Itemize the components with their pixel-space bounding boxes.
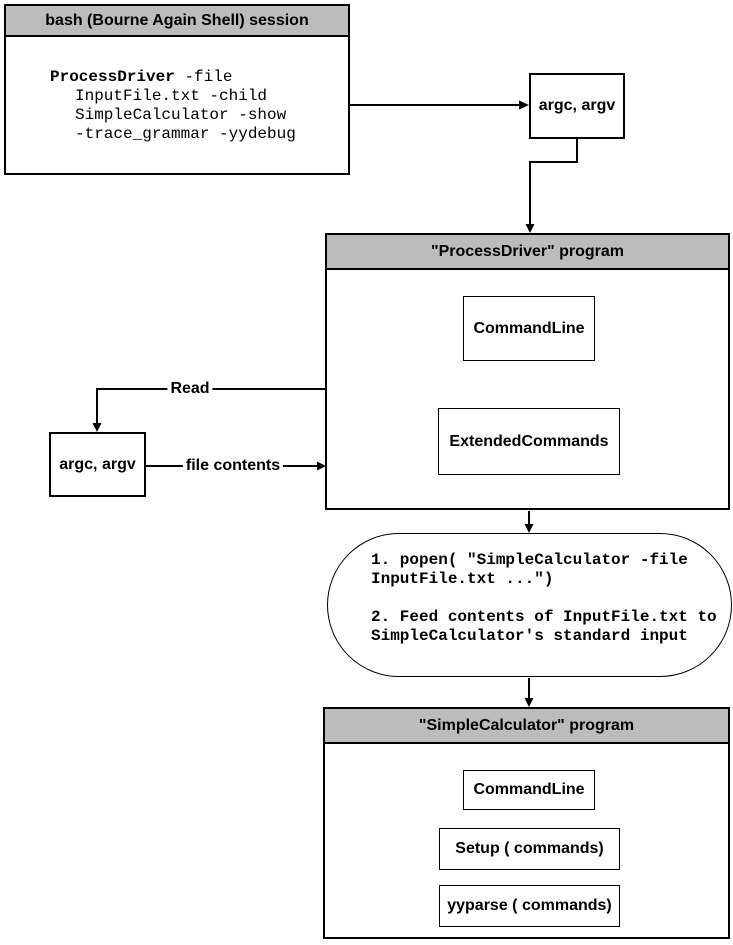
yyparse-commands-box: yyparse ( commands): [439, 885, 620, 927]
bash-session-header: bash (Bourne Again Shell) session: [6, 6, 348, 37]
popen-note-line-4: SimpleCalculator's standard input: [371, 627, 688, 645]
popen-note-line-1: 1. popen( "SimpleCalculator -file: [371, 551, 688, 569]
argv-box-left: argc, argv: [49, 432, 146, 497]
bash-command-line-3: SimpleCalculator -show: [75, 106, 287, 124]
bash-command-line-4: -trace_grammar -yydebug: [75, 125, 296, 143]
bash-session-title: bash (Bourne Again Shell) session: [45, 11, 309, 29]
processdriver-program-header: "ProcessDriver" program: [327, 235, 728, 270]
bash-command-text: ProcessDriver -file InputFile.txt -child…: [6, 37, 348, 144]
arrow-argv-to-processdriver: [525, 139, 578, 233]
popen-note-line-2: InputFile.txt ..."): [371, 570, 554, 588]
extendedcommands-box: ExtendedCommands: [438, 408, 620, 475]
read-edge-label: Read: [167, 380, 213, 398]
argv-box-top-label: argc, argv: [538, 97, 616, 114]
commandline-box-simplecalculator: CommandLine: [463, 770, 595, 810]
arrow-processdriver-to-popen: [524, 511, 534, 533]
yyparse-commands-label: yyparse ( commands): [447, 897, 612, 914]
processdriver-program-title: "ProcessDriver" program: [430, 242, 625, 260]
bash-session-box: bash (Bourne Again Shell) session Proces…: [4, 4, 350, 175]
bash-command-line-1: ProcessDriver -file: [50, 68, 348, 87]
bash-command-arg1: -file: [174, 68, 233, 86]
bash-command-line-2: InputFile.txt -child: [75, 87, 268, 105]
arrow-popen-to-simplecalculator: [524, 678, 534, 707]
simplecalculator-program-header: "SimpleCalculator" program: [325, 709, 728, 744]
file-contents-edge-label: file contents: [182, 457, 284, 475]
popen-note-line-blank: [371, 589, 731, 608]
popen-note-shape: 1. popen( "SimpleCalculator -file InputF…: [327, 533, 732, 677]
bash-command-program: ProcessDriver: [50, 68, 175, 86]
simplecalculator-program-title: "SimpleCalculator" program: [418, 716, 635, 734]
argv-box-left-label: argc, argv: [59, 455, 136, 473]
setup-commands-box: Setup ( commands): [439, 828, 620, 870]
commandline-box-processdriver: CommandLine: [463, 296, 595, 361]
popen-note-line-3: 2. Feed contents of InputFile.txt to: [371, 608, 717, 626]
arrow-read: [92, 388, 326, 432]
arrow-bash-to-argv: [350, 100, 529, 110]
commandline-label: CommandLine: [473, 319, 585, 337]
setup-commands-label: Setup ( commands): [455, 840, 604, 857]
commandline-label-2: CommandLine: [473, 781, 585, 798]
processdriver-program-box: "ProcessDriver" program CommandLine Exte…: [325, 233, 730, 510]
simplecalculator-program-box: "SimpleCalculator" program CommandLine S…: [323, 707, 730, 939]
argv-box-top: argc, argv: [529, 73, 625, 139]
extendedcommands-label: ExtendedCommands: [449, 432, 609, 450]
